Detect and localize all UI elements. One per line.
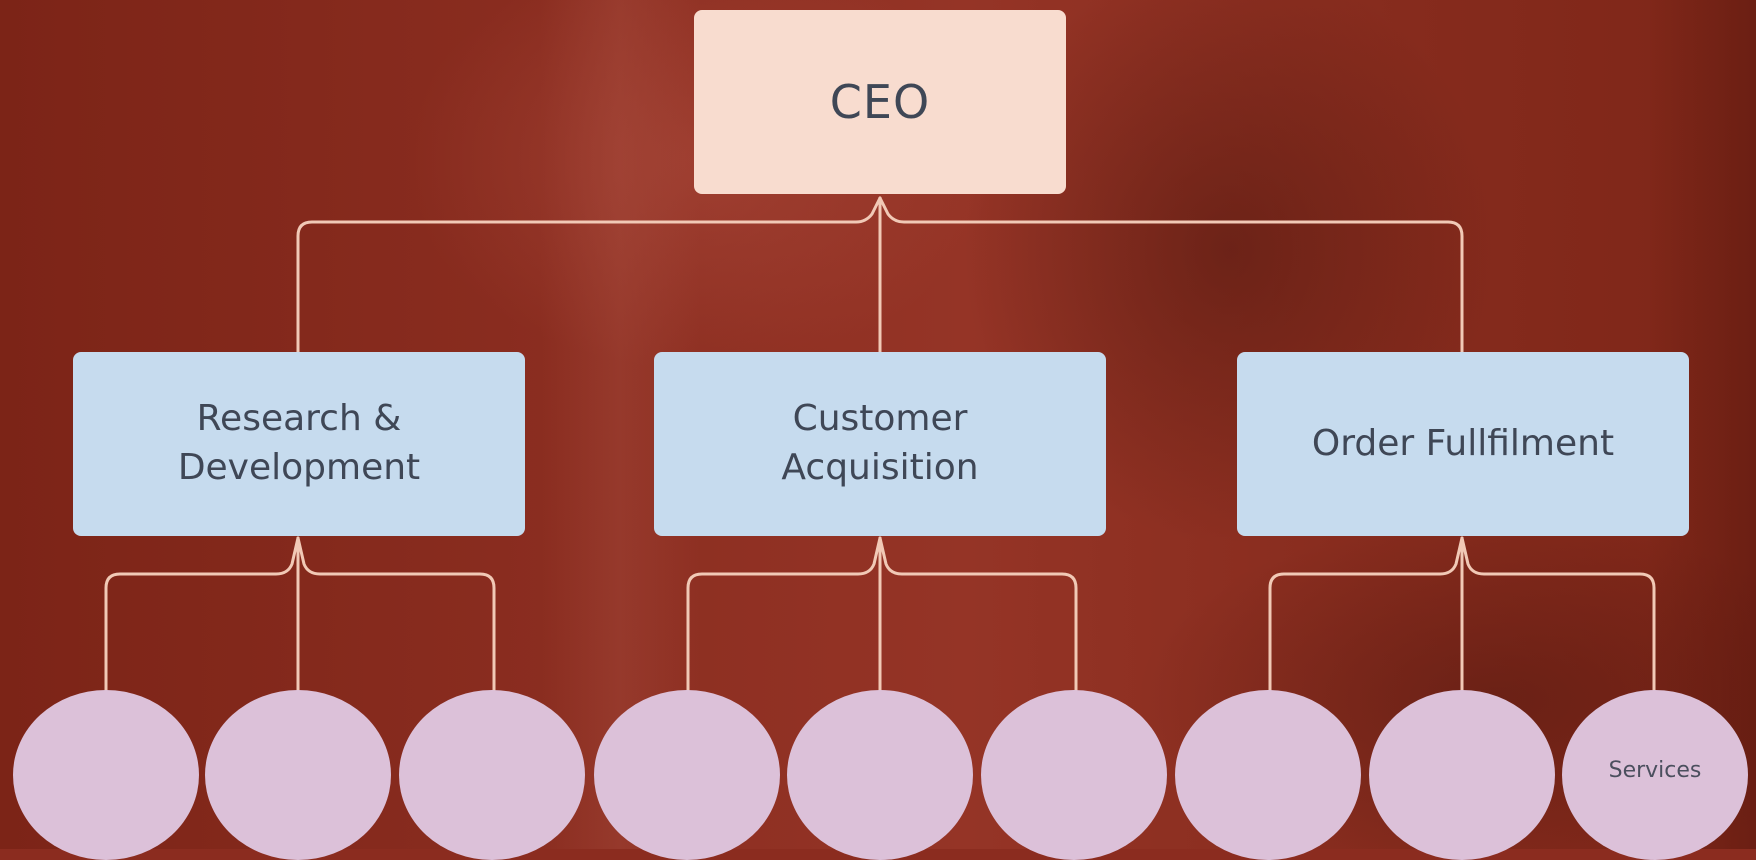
department-order-fulfilment: Order Fullfilment [1237,352,1689,536]
department-label: Customer Acquisition [781,398,979,488]
unit-circle-7 [1175,690,1361,860]
department-label: Research & Development [177,398,421,488]
unit-label: Services [1608,758,1702,783]
unit-circle-1 [13,690,199,860]
unit-circle-8 [1369,690,1555,860]
connector-ceo-to-research [296,196,882,354]
unit-circle-services: Services [1562,690,1748,860]
connector-ceo-to-fulfilment [878,196,1464,354]
unit-circle-4 [594,690,780,860]
connector-research-to-unit-3 [296,536,496,692]
department-customer-acquisition: Customer Acquisition [654,352,1106,536]
department-research-development: Research & Development [73,352,525,536]
connector-research-to-unit-1 [104,536,300,692]
connector-acquisition-to-unit-6 [878,536,1078,692]
unit-circle-6 [981,690,1167,860]
ceo-box: CEO [694,10,1066,194]
unit-circle-3 [399,690,585,860]
connector-acquisition-to-unit-4 [686,536,882,692]
connector-fulfilment-to-unit-7 [1268,536,1464,692]
department-label: Order Fullfilment [1311,422,1615,464]
ceo-label: CEO [829,75,931,129]
connector-fulfilment-to-unit-9 [1460,536,1656,692]
unit-circle-5 [787,690,973,860]
unit-circle-2 [205,690,391,860]
